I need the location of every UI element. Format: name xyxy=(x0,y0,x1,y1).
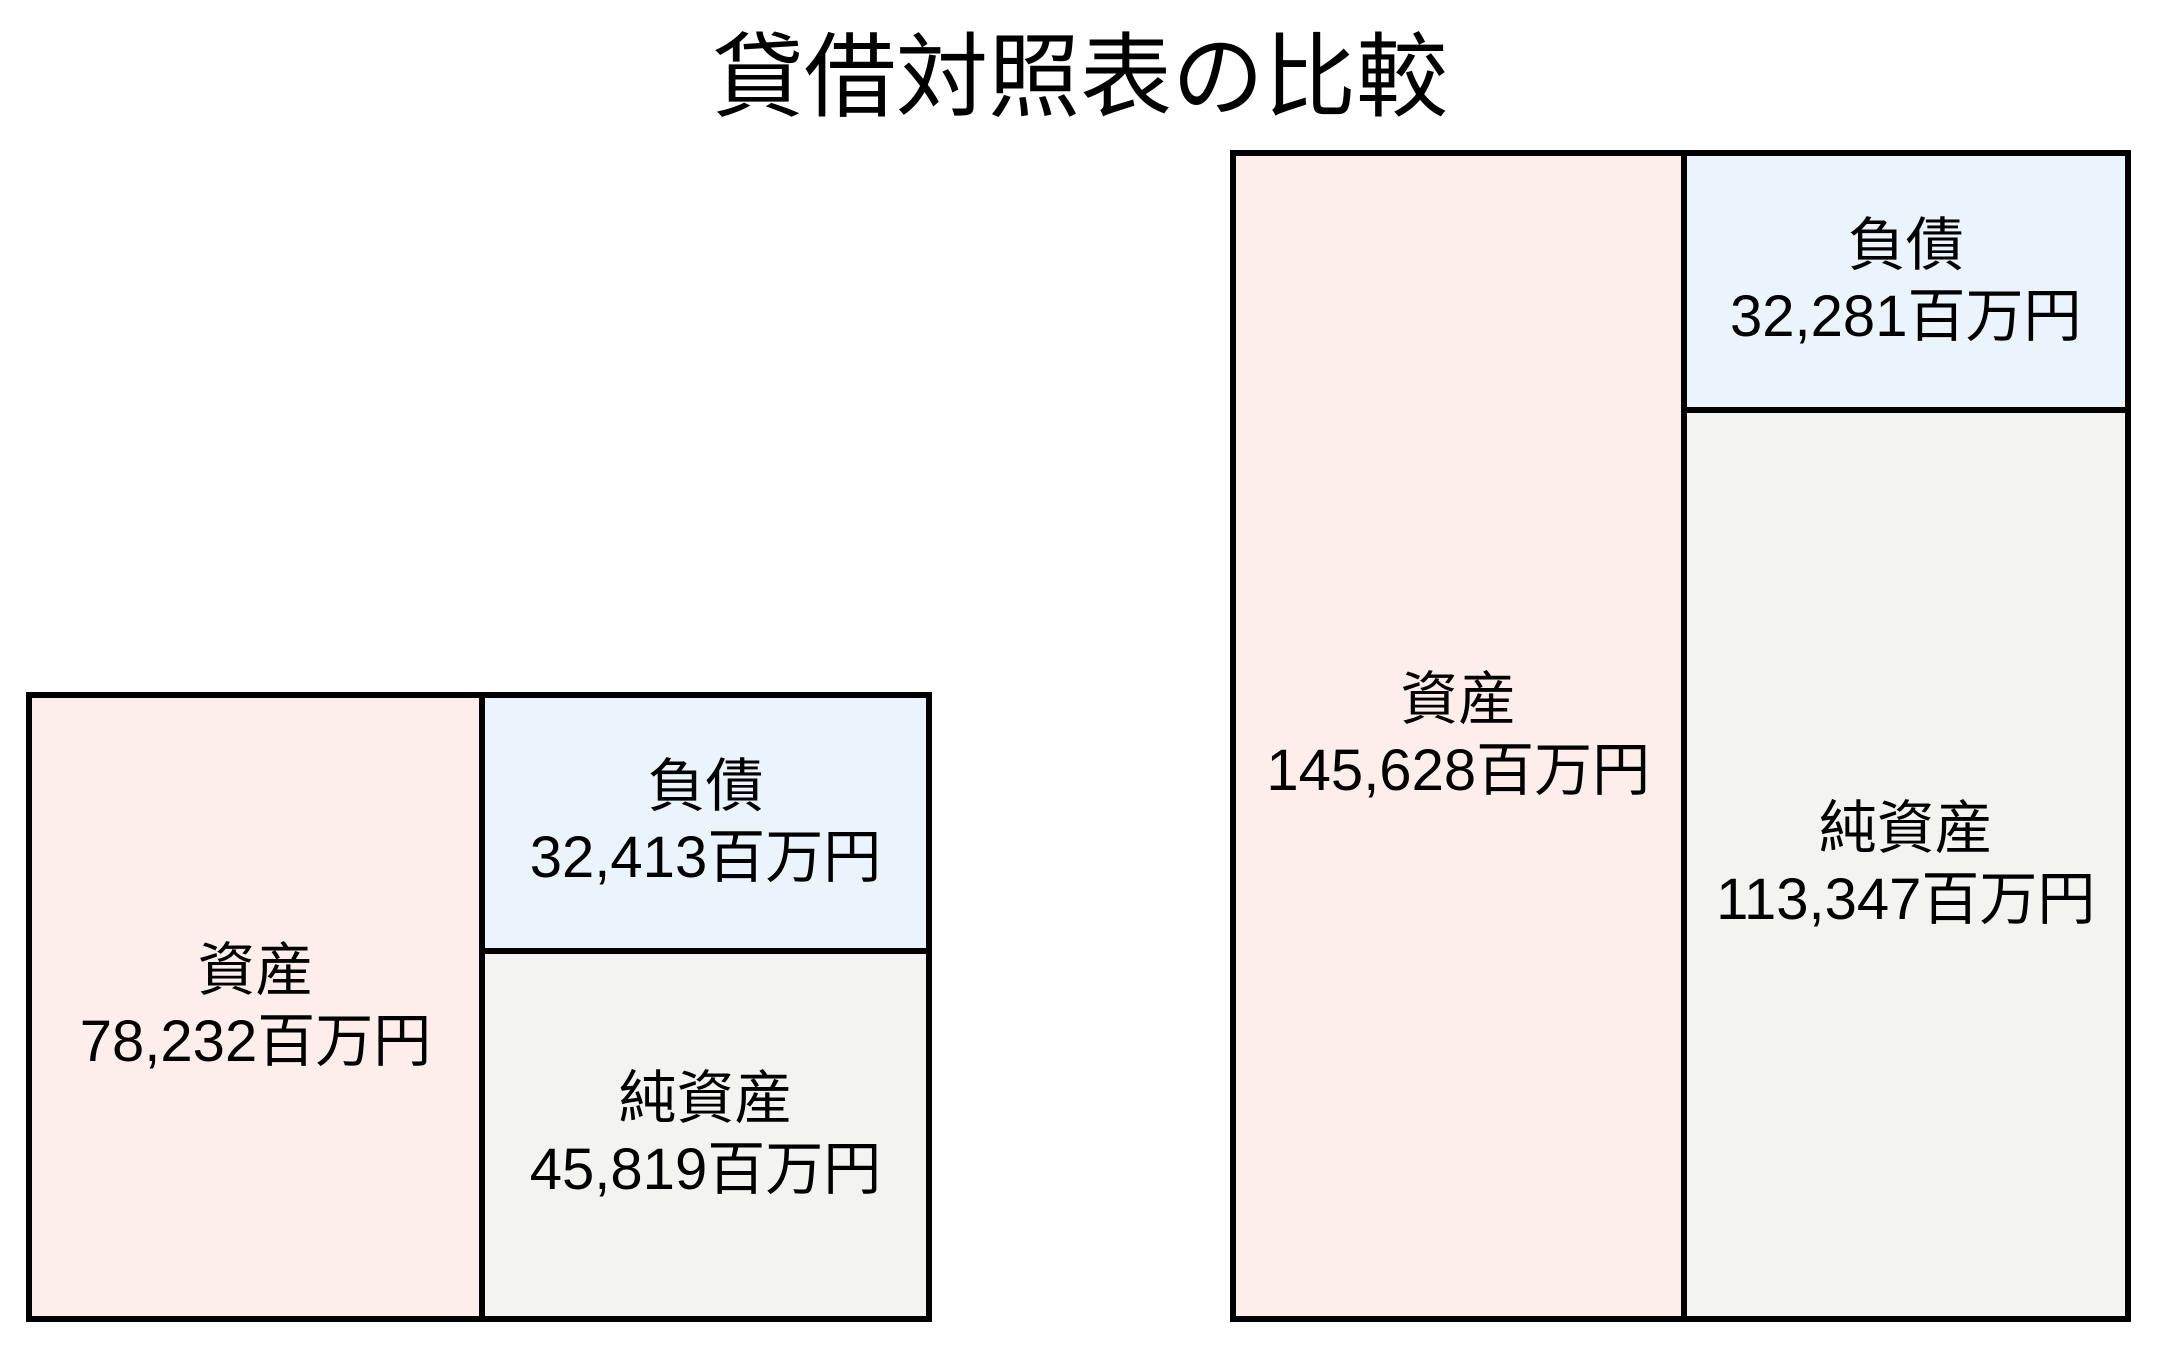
net-assets-label-value: 113,347百万円 xyxy=(1716,866,2096,932)
assets-label: 資産 78,232百万円 xyxy=(80,936,431,1078)
liabilities-label-name: 負債 xyxy=(647,754,764,820)
assets-box: 資産 145,628百万円 xyxy=(1236,156,1681,1316)
assets-label-name: 資産 xyxy=(1400,667,1517,733)
assets-box: 資産 78,232百万円 xyxy=(32,698,479,1316)
net-assets-label: 純資産 45,819百万円 xyxy=(530,1064,881,1206)
assets-label-name: 資産 xyxy=(197,938,314,1004)
balance-sheet-right: 資産 145,628百万円 負債 32,281百万円 純資産 113,347百万… xyxy=(1230,150,2131,1322)
liabilities-label-value: 32,413百万円 xyxy=(529,825,882,891)
balance-sheet-left: 資産 78,232百万円 負債 32,413百万円 純資産 45,819百万円 xyxy=(26,692,932,1322)
liabilities-label: 負債 32,413百万円 xyxy=(530,752,881,894)
net-assets-label: 純資産 113,347百万円 xyxy=(1716,794,2095,936)
net-assets-box: 純資産 45,819百万円 xyxy=(485,954,926,1316)
net-assets-label-value: 45,819百万円 xyxy=(529,1137,882,1203)
liabilities-net-column: 負債 32,413百万円 純資産 45,819百万円 xyxy=(479,698,926,1316)
chart-title: 貸借対照表の比較 xyxy=(711,27,1448,129)
liabilities-label-value: 32,281百万円 xyxy=(1730,283,2082,349)
assets-label-value: 145,628百万円 xyxy=(1266,738,1651,803)
liabilities-box: 負債 32,413百万円 xyxy=(485,698,926,955)
net-assets-label-name: 純資産 xyxy=(1818,795,1993,861)
assets-label-value: 78,232百万円 xyxy=(79,1009,432,1074)
net-assets-label-name: 純資産 xyxy=(618,1066,793,1132)
liabilities-net-column: 負債 32,281百万円 純資産 113,347百万円 xyxy=(1680,156,2125,1316)
liabilities-box: 負債 32,281百万円 xyxy=(1686,156,2125,414)
assets-label: 資産 145,628百万円 xyxy=(1266,665,1650,807)
net-assets-box: 純資産 113,347百万円 xyxy=(1686,413,2125,1316)
liabilities-label: 負債 32,281百万円 xyxy=(1730,211,2081,353)
liabilities-label-name: 負債 xyxy=(1847,212,1964,278)
